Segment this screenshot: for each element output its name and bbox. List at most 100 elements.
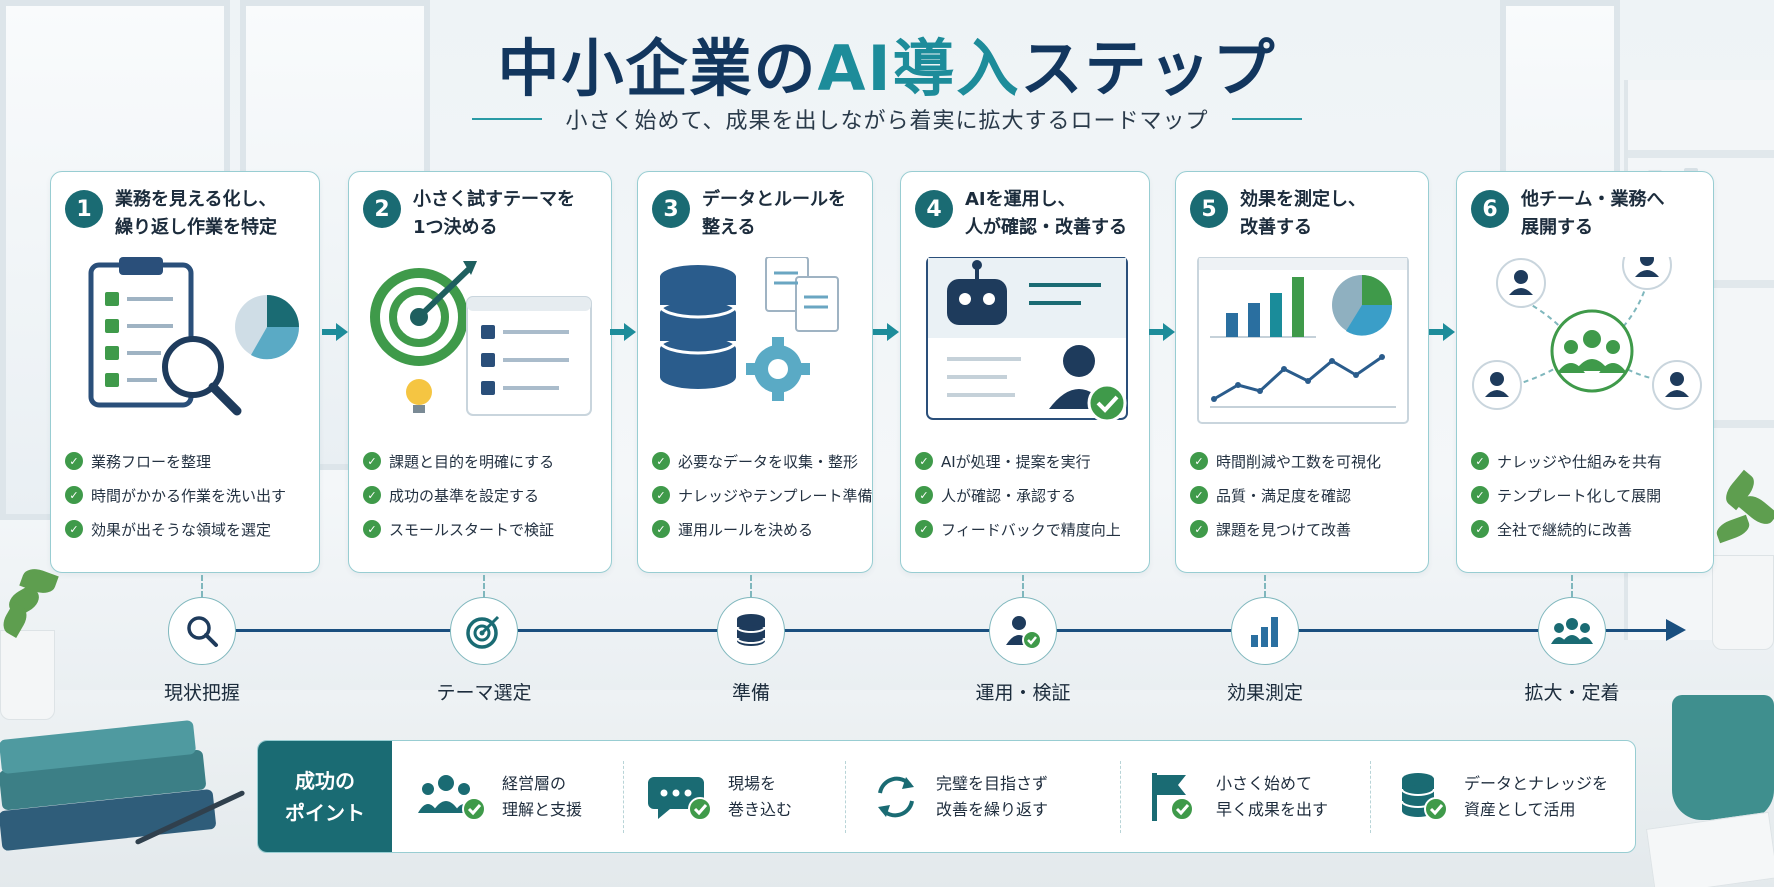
timeline-label: 運用・検証 bbox=[975, 682, 1071, 704]
check-icon: ✓ bbox=[1190, 486, 1208, 504]
timeline-connector bbox=[1571, 575, 1573, 597]
refresh-icon bbox=[878, 776, 914, 817]
list-item: ✓品質・満足度を確認 bbox=[1190, 478, 1422, 512]
success-point-text: データとナレッジを 資産として活用 bbox=[1464, 773, 1609, 819]
list-item: ✓成功の基準を設定する bbox=[363, 478, 605, 512]
check-icon: ✓ bbox=[1190, 452, 1208, 470]
search-icon bbox=[168, 597, 236, 665]
list-item: ✓課題と目的を明確にする bbox=[363, 444, 605, 478]
timeline-label: 準備 bbox=[731, 682, 770, 704]
list-item: ✓全社で継続的に改善 bbox=[1471, 512, 1707, 546]
flag-check-icon bbox=[1152, 772, 1194, 821]
dashboard-chart-icon bbox=[1186, 256, 1418, 432]
check-icon: ✓ bbox=[652, 452, 670, 470]
arrow-right-icon bbox=[322, 323, 348, 341]
list-item: ✓時間がかかる作業を洗い出す bbox=[65, 478, 313, 512]
subtitle-rule-left bbox=[471, 118, 542, 120]
step-number: 3 bbox=[652, 190, 690, 228]
list-item: ✓ナレッジや仕組みを共有 bbox=[1471, 444, 1707, 478]
user-check-icon bbox=[989, 597, 1057, 665]
success-point-text: 完璧を目指さず 改善を繰り返す bbox=[936, 773, 1049, 819]
arrow-right-icon bbox=[610, 323, 636, 341]
success-point-text: 小さく始めて 早く成果を出す bbox=[1216, 773, 1329, 819]
subtitle-row: 小さく始めて、成果を出しながら着実に拡大するロードマップ bbox=[0, 103, 1774, 135]
check-icon: ✓ bbox=[1471, 520, 1489, 538]
bar-chart-icon bbox=[1231, 597, 1299, 665]
arrow-right-icon bbox=[873, 323, 899, 341]
step-title: 効果を測定し、 改善する bbox=[1240, 189, 1366, 238]
team-network-icon bbox=[1467, 240, 1703, 432]
timeline-arrowhead bbox=[1666, 619, 1686, 641]
step-title: 小さく試すテーマを 1つ決める bbox=[413, 189, 575, 238]
check-icon: ✓ bbox=[65, 520, 83, 538]
list-item: ✓ナレッジやテンプレート準備 bbox=[652, 478, 873, 512]
timeline-line bbox=[200, 629, 1670, 632]
success-point: データとナレッジを 資産として活用 bbox=[1398, 741, 1608, 852]
success-point-text: 経営層の 理解と支援 bbox=[502, 773, 583, 819]
plant-pot-left bbox=[0, 630, 55, 720]
timeline-connector bbox=[201, 575, 203, 597]
step-card-6: 6 他チーム・業務へ 展開する ✓ナレッジや仕組みを共有 ✓ bbox=[1456, 171, 1714, 573]
timeline-connector bbox=[1264, 575, 1266, 597]
database-gear-icon bbox=[648, 256, 862, 432]
title-accent: AI導入 bbox=[817, 32, 1021, 105]
robot-user-icon bbox=[911, 256, 1139, 432]
success-point: 完璧を目指さず 改善を繰り返す bbox=[870, 741, 1048, 852]
list-item: ✓業務フローを整理 bbox=[65, 444, 313, 478]
timeline-label: 効果測定 bbox=[1226, 682, 1303, 704]
divider bbox=[1120, 761, 1121, 833]
check-icon: ✓ bbox=[915, 452, 933, 470]
step-title: 他チーム・業務へ 展開する bbox=[1521, 189, 1665, 238]
clipboard-magnifier-icon bbox=[61, 257, 309, 432]
success-point: 現場を 巻き込む bbox=[648, 741, 792, 852]
subtitle-rule-right bbox=[1232, 118, 1303, 120]
list-item: ✓運用ルールを決める bbox=[652, 512, 866, 546]
timeline-connector bbox=[483, 575, 485, 597]
chat-check-icon bbox=[648, 776, 712, 821]
step-number: 4 bbox=[915, 190, 953, 228]
divider bbox=[845, 761, 846, 833]
check-icon: ✓ bbox=[652, 486, 670, 504]
target-icon bbox=[450, 597, 518, 665]
list-item: ✓課題を見つけて改善 bbox=[1190, 512, 1422, 546]
check-icon: ✓ bbox=[363, 520, 381, 538]
step-title: データとルールを 整える bbox=[702, 189, 846, 238]
list-item: ✓AIが処理・提案を実行 bbox=[915, 444, 1143, 478]
check-icon: ✓ bbox=[1471, 486, 1489, 504]
check-icon: ✓ bbox=[65, 486, 83, 504]
success-points-label: 成功の ポイント bbox=[258, 741, 392, 852]
timeline-connector bbox=[1022, 575, 1024, 597]
page-title: 中小企業のAI導入ステップ bbox=[0, 18, 1774, 108]
database-check-icon bbox=[1401, 772, 1448, 821]
plant-pot-right bbox=[1712, 555, 1774, 650]
list-item: ✓人が確認・承認する bbox=[915, 478, 1143, 512]
group-icon bbox=[1538, 597, 1606, 665]
check-icon: ✓ bbox=[363, 486, 381, 504]
success-point-text: 現場を 巻き込む bbox=[728, 773, 793, 819]
list-item: ✓フィードバックで精度向上 bbox=[915, 512, 1143, 546]
title-main: 中小企業の bbox=[497, 32, 818, 105]
list-item: ✓効果が出そうな領域を選定 bbox=[65, 512, 313, 546]
check-icon: ✓ bbox=[1471, 452, 1489, 470]
database-icon bbox=[717, 597, 785, 665]
list-item: ✓必要なデータを収集・整形 bbox=[652, 444, 866, 478]
step-title: 業務を見える化し、 繰り返し作業を特定 bbox=[115, 189, 277, 238]
arrow-right-icon bbox=[1149, 323, 1175, 341]
check-icon: ✓ bbox=[652, 520, 670, 538]
check-icon: ✓ bbox=[1190, 520, 1208, 538]
check-icon: ✓ bbox=[363, 452, 381, 470]
team-check-icon bbox=[418, 774, 486, 821]
timeline-label: 現状把握 bbox=[163, 682, 240, 704]
check-icon: ✓ bbox=[915, 486, 933, 504]
timeline-label: テーマ選定 bbox=[436, 682, 532, 704]
subtitle: 小さく始めて、成果を出しながら着実に拡大するロードマップ bbox=[565, 109, 1209, 134]
step-number: 5 bbox=[1190, 190, 1228, 228]
arrow-right-icon bbox=[1429, 323, 1455, 341]
divider bbox=[1370, 761, 1371, 833]
success-point: 小さく始めて 早く成果を出す bbox=[1146, 741, 1328, 852]
step-number: 6 bbox=[1471, 190, 1509, 228]
